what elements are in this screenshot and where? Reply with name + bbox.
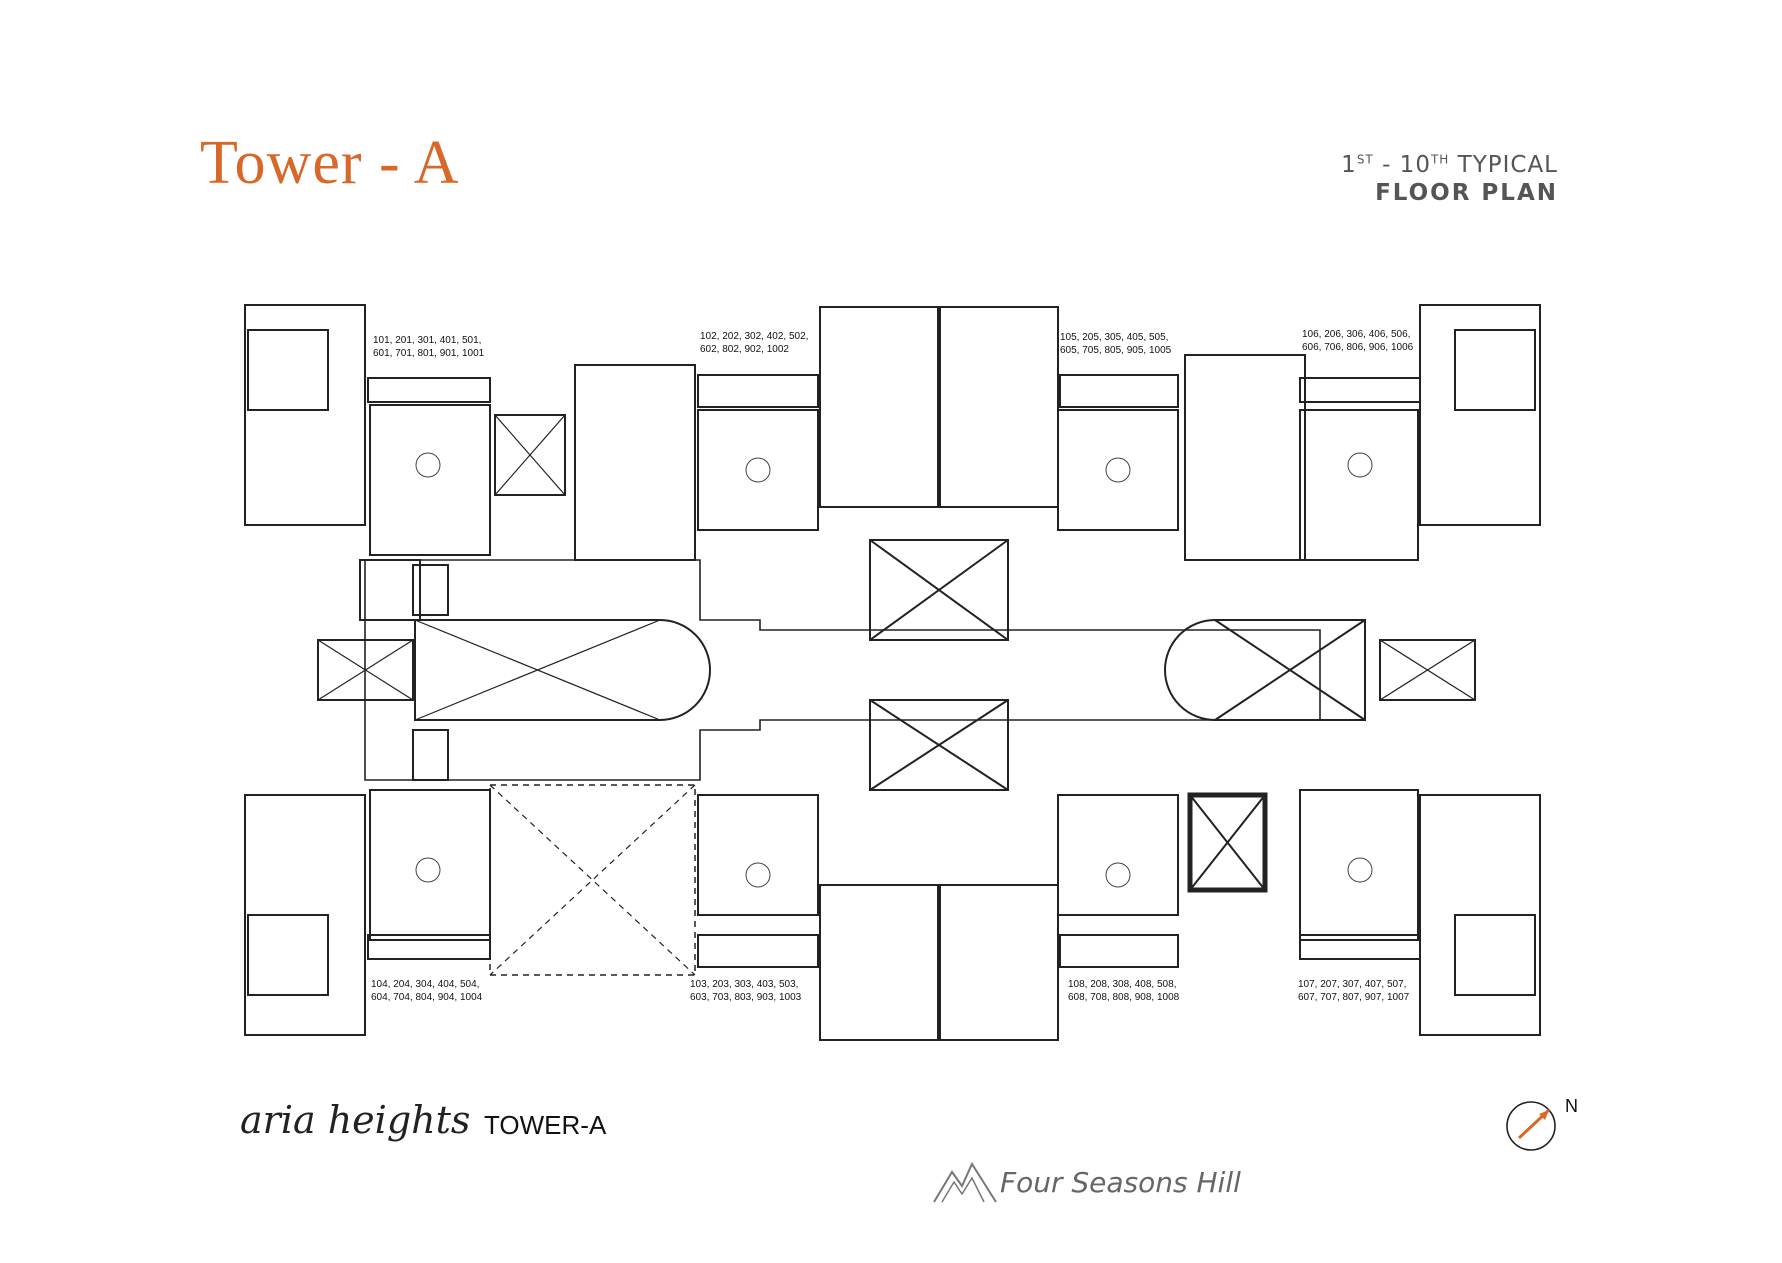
unit-label-102-text: 102, 202, 302, 402, 502, 602, 802, 902, … [700,331,809,355]
unit-101-balcony [367,377,491,403]
central-shaft-upper-diag2 [869,539,1009,641]
left-duct-lower [412,729,449,781]
unit-label-101: 101, 201, 301, 401, 501, 601, 701, 801, … [373,334,484,360]
unit-102-living [697,409,819,531]
unit-label-105: 105, 205, 305, 405, 505, 605, 705, 805, … [1060,331,1171,357]
table-101 [415,452,441,478]
right-atrium [1164,619,1366,721]
right-shaft-diag2 [1379,639,1476,701]
unit-105-living [1057,409,1179,531]
unit-label-103: 103, 203, 303, 403, 503, 603, 703, 803, … [690,978,801,1004]
unit-106-balcony [1299,377,1421,403]
left-void [489,784,696,976]
unit-label-106: 106, 206, 306, 406, 506, 606, 706, 806, … [1302,328,1413,354]
unit-label-105-text: 105, 205, 305, 405, 505, 605, 705, 805, … [1060,332,1172,356]
unit-104-balcony [367,934,491,960]
unit-101-bedroom [247,329,329,411]
central-shaft-lower-diag2 [869,699,1009,791]
unit-107-living [1299,789,1419,941]
right-atrium-diag2 [1214,619,1366,721]
unit-104-living [369,789,491,941]
unit-103-block [819,884,939,1041]
floor-range-mid: - 10 [1373,152,1431,178]
unit-label-104-text: 104, 204, 304, 404, 504, 604, 704, 804, … [371,979,483,1003]
unit-102-balcony [697,374,819,408]
unit-104-bedroom [247,914,329,996]
right-stair [1184,354,1306,561]
table-105 [1105,457,1131,483]
tower-label: TOWER-A [484,1110,607,1140]
right-lift-diag2 [1189,794,1266,891]
unit-107-block [1419,794,1541,1036]
left-void-diag1 [489,784,696,976]
unit-108-block [939,884,1059,1041]
unit-101-living [369,404,491,556]
mountain-logo-icon [933,1161,997,1203]
left-void-diag2 [489,784,696,976]
left-atrium-diag2 [414,619,661,721]
table-104 [415,857,441,883]
unit-label-108-text: 108, 208, 308, 408, 508, 608, 708, 808, … [1068,979,1180,1003]
unit-106-block [1419,304,1541,526]
left-lift-upper [494,414,566,496]
company-name: Four Seasons Hill [1000,1166,1241,1199]
plan-label: FLOOR PLAN [1375,180,1558,206]
unit-105-block [939,306,1059,508]
corridor-perimeter [364,559,1321,781]
central-shaft-lower [869,699,1009,791]
left-atrium [414,619,711,721]
unit-102-block [819,306,939,508]
unit-label-107-text: 107, 207, 307, 407, 507, 607, 707, 807, … [1298,979,1410,1003]
compass-icon: N [1506,1096,1578,1151]
table-108 [1105,862,1131,888]
left-lift-diag2 [494,414,566,496]
table-102 [745,457,771,483]
unit-label-104: 104, 204, 304, 404, 504, 604, 704, 804, … [371,978,482,1004]
floor-range-sup1: ST [1356,152,1374,167]
unit-103-living [697,794,819,916]
table-106 [1347,452,1373,478]
floor-range-sup2: TH [1430,152,1450,167]
project-brand: aria heights [240,1098,471,1142]
corridor-outline [359,559,421,621]
left-stair [574,364,696,561]
floor-range-start: 1 [1341,152,1357,178]
plan-subtitle: 1ST - 10TH TYPICAL FLOOR PLAN [1341,152,1558,206]
table-107 [1347,857,1373,883]
unit-label-103-text: 103, 203, 303, 403, 503, 603, 703, 803, … [690,979,802,1003]
north-label: N [1565,1096,1578,1116]
table-103 [745,862,771,888]
floor-range: 1ST - 10TH TYPICAL [1341,152,1558,178]
unit-label-101-text: 101, 201, 301, 401, 501, 601, 701, 801, … [373,335,485,359]
unit-103-balcony [697,934,819,968]
unit-107-balcony [1299,934,1421,960]
unit-104-block [244,794,366,1036]
unit-label-108: 108, 208, 308, 408, 508, 608, 708, 808, … [1068,978,1179,1004]
right-shaft [1379,639,1476,701]
unit-101-block [244,304,366,526]
left-duct-upper [412,564,449,616]
central-shaft-upper [869,539,1009,641]
floor-range-end: TYPICAL [1449,152,1558,178]
unit-label-106-text: 106, 206, 306, 406, 506, 606, 706, 806, … [1302,329,1414,353]
right-lift [1187,792,1268,893]
unit-108-balcony [1059,934,1179,968]
unit-107-bedroom [1454,914,1536,996]
unit-106-bedroom [1454,329,1536,411]
unit-106-living [1299,409,1419,561]
page-title: Tower - A [200,129,460,197]
left-shaft-diag2 [317,639,414,701]
unit-108-living [1057,794,1179,916]
unit-105-balcony [1059,374,1179,408]
unit-label-102: 102, 202, 302, 402, 502, 602, 802, 902, … [700,330,808,356]
unit-label-107: 107, 207, 307, 407, 507, 607, 707, 807, … [1298,978,1409,1004]
